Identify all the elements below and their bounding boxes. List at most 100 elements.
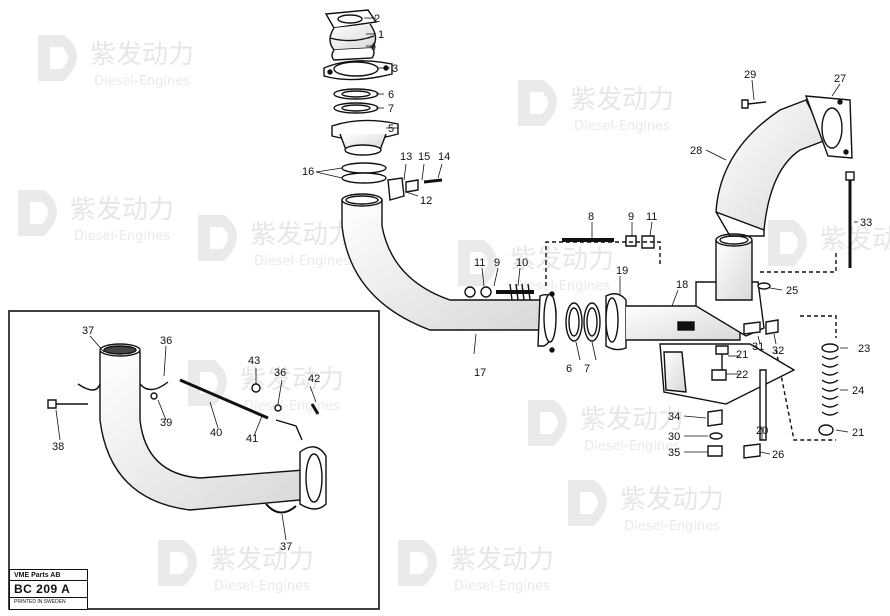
callout-5: 5 <box>388 123 394 135</box>
callout-27: 27 <box>834 73 846 85</box>
watermark-logo: 紫发动力 Diesel-Engines <box>38 35 194 89</box>
callout-8: 8 <box>588 211 594 223</box>
watermark-sub: Diesel-Engines <box>514 279 610 294</box>
watermark-brand: 紫发动力 <box>90 40 194 70</box>
callout-42: 42 <box>308 373 320 385</box>
watermark-logo: 紫发动力 Diesel-Engines <box>198 215 354 269</box>
callout-9-top: 9 <box>628 211 634 223</box>
clamp-flange-upper <box>323 60 393 81</box>
watermark-sub: Diesel-Engines <box>574 119 670 134</box>
nut-22 <box>711 369 727 381</box>
watermark-logo: 紫发动力 Diesel-Engines <box>398 540 554 594</box>
inset-assembly <box>47 335 327 541</box>
callout-24: 24 <box>852 385 864 397</box>
callout-17: 17 <box>474 367 486 379</box>
callout-20: 20 <box>756 425 768 437</box>
callout-4: 4 <box>370 41 376 53</box>
watermark-sub: Diesel-Engines <box>94 74 190 89</box>
watermark-logo: 紫发动力 Diesel-Engines <box>458 240 614 294</box>
watermark-logo: 紫发动力 Diesel-Engines <box>158 540 314 594</box>
split-ring-a <box>341 162 387 174</box>
nut-35 <box>707 445 723 457</box>
watermark-brand: 紫发动力 <box>820 225 890 255</box>
callout-29: 29 <box>744 69 756 81</box>
callout-25: 25 <box>786 285 798 297</box>
watermark-logo: 紫发动力 <box>768 220 890 266</box>
watermark-logo: 紫发动力 Diesel-Engines <box>568 480 724 534</box>
callout-34: 34 <box>668 411 680 423</box>
watermark-sub: Diesel-Engines <box>74 229 170 244</box>
bolt-31 <box>743 319 779 335</box>
callout-35: 35 <box>668 447 680 459</box>
watermark-brand: 紫发动力 <box>210 545 314 575</box>
callout-37-bottom: 37 <box>280 541 292 553</box>
callout-labels: 2 1 4 3 6 7 5 13 15 14 16 12 8 9 11 11 9… <box>52 13 872 553</box>
pipe-end-flange <box>537 291 557 353</box>
callout-11-left: 11 <box>474 257 485 269</box>
watermark-brand: 紫发动力 <box>620 485 724 515</box>
watermark-sub: Diesel-Engines <box>584 439 680 454</box>
long-bolt-33 <box>845 171 855 268</box>
bolt-29 <box>741 99 767 109</box>
footer-divider <box>10 597 87 598</box>
callout-21-lower: 21 <box>852 427 864 439</box>
callout-23: 23 <box>858 343 870 355</box>
callout-41: 41 <box>246 433 258 445</box>
spacer-20 <box>759 369 767 441</box>
callout-28: 28 <box>690 145 702 157</box>
callout-9-left: 9 <box>494 257 500 269</box>
block-34 <box>707 409 723 427</box>
callout-16: 16 <box>302 166 314 178</box>
watermark-sub: Diesel-Engines <box>454 579 550 594</box>
callout-26: 26 <box>772 449 784 461</box>
callout-43: 43 <box>248 355 260 367</box>
leader-lines <box>315 17 858 455</box>
outlet-flange <box>695 233 765 337</box>
watermark-brand: 紫发动力 <box>450 545 554 575</box>
clamp-flange-lower <box>331 119 399 156</box>
washer-25 <box>757 282 771 290</box>
callout-15: 15 <box>418 151 430 163</box>
footer-divider <box>10 580 87 581</box>
callout-32: 32 <box>772 345 784 357</box>
watermark-sub: Diesel-Engines <box>254 254 350 269</box>
inset-rod-40 <box>179 378 269 420</box>
callout-3: 3 <box>392 63 398 75</box>
watermark-logo: 紫发动力 Diesel-Engines <box>518 80 674 134</box>
watermark-brand: 紫发动力 <box>570 85 674 115</box>
dashed-leader <box>775 349 836 441</box>
watermark-sub: Diesel-Engines <box>624 519 720 534</box>
footer-brand: VME Parts AB <box>14 572 61 579</box>
callout-36-left: 36 <box>160 335 172 347</box>
flange-plate-top <box>324 9 378 29</box>
callout-22: 22 <box>736 369 748 381</box>
watermark-brand: 紫发动力 <box>250 220 354 250</box>
callout-10: 10 <box>516 257 528 269</box>
drawing-id-box: VME Parts AB BC 209 A PRINTED IN SWEDEN <box>9 569 88 610</box>
callout-19: 19 <box>616 265 628 277</box>
callout-21-upper: 21 <box>736 349 748 361</box>
drawing-code: BC 209 A <box>14 582 71 596</box>
seal-ring-6-inner <box>341 90 371 98</box>
callout-7-mid: 7 <box>584 363 590 375</box>
seal-ring-7-inner <box>341 104 371 112</box>
callout-37-top: 37 <box>82 325 94 337</box>
callout-31: 31 <box>752 341 764 353</box>
inset-frame <box>8 310 380 610</box>
callout-1: 1 <box>378 29 384 41</box>
watermark-brand: 紫发动力 <box>70 195 174 225</box>
main-assembly <box>315 9 858 459</box>
callout-7: 7 <box>388 103 394 115</box>
inset-bolt-38 <box>47 399 88 409</box>
bellows <box>329 23 377 61</box>
watermark-logo: 紫发动力 Diesel-Engines <box>528 400 684 454</box>
watermark-layer: 紫发动力 Diesel-Engines 紫发动力 Diesel-Engines … <box>18 35 890 594</box>
callout-39: 39 <box>160 417 172 429</box>
watermark-brand: 紫发动力 <box>580 405 684 435</box>
nut-26 <box>743 443 761 459</box>
spring-bolt-10 <box>464 283 534 301</box>
split-ring-b <box>341 172 387 184</box>
elbow-flange-27 <box>804 95 853 159</box>
spring-24 <box>818 343 839 436</box>
